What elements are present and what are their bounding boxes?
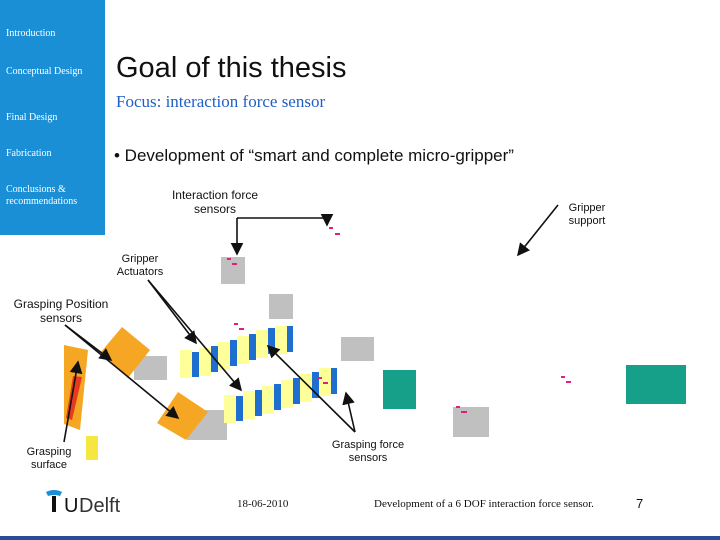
sidebar: Introduction Conceptual Design Final Des… (0, 0, 105, 235)
gray-block (341, 337, 374, 361)
teal-block (383, 370, 416, 409)
footer-bar (0, 536, 720, 540)
gray-block (221, 257, 245, 284)
label-grasping-position-sensors: Grasping Position sensors (13, 297, 109, 325)
nav-item-conceptual-design[interactable]: Conceptual Design (6, 66, 83, 77)
sensor-marks (227, 227, 571, 413)
nav-item-conclusions[interactable]: Conclusions & recommendations (6, 184, 78, 207)
label-grasping-force-sensors: Grasping force sensors (331, 439, 405, 464)
gripper-arm (101, 327, 150, 378)
svg-text:Delft: Delft (79, 495, 120, 517)
grasping-surface (86, 436, 98, 460)
gray-block (453, 407, 489, 437)
nav-item-introduction[interactable]: Introduction (6, 28, 56, 39)
nav-item-final-design[interactable]: Final Design (6, 112, 58, 123)
comb-actuator-lower (224, 368, 337, 423)
footer-presentation-title: Development of a 6 DOF interaction force… (374, 498, 594, 510)
svg-text:U: U (64, 495, 78, 517)
label-gripper-actuators: Gripper Actuators (116, 253, 164, 278)
gray-block (269, 294, 293, 319)
teal-block (626, 365, 686, 404)
label-interaction-force-sensors: Interaction force sensors (171, 188, 259, 216)
page-title: Goal of this thesis (116, 52, 347, 84)
gripper-arm (157, 392, 208, 440)
footer-date: 18-06-2010 (237, 498, 289, 510)
page-subtitle: Focus: interaction force sensor (116, 92, 326, 111)
label-gripper-support: Gripper support (568, 202, 606, 227)
tudelft-logo: U Delft (44, 488, 121, 523)
comb-actuator-upper (180, 326, 293, 378)
label-grasping-surface: Grasping surface (26, 446, 72, 471)
page-number: 7 (636, 496, 644, 511)
nav-item-fabrication[interactable]: Fabrication (6, 148, 52, 159)
bullet-point: • Development of “smart and complete mic… (114, 146, 514, 165)
